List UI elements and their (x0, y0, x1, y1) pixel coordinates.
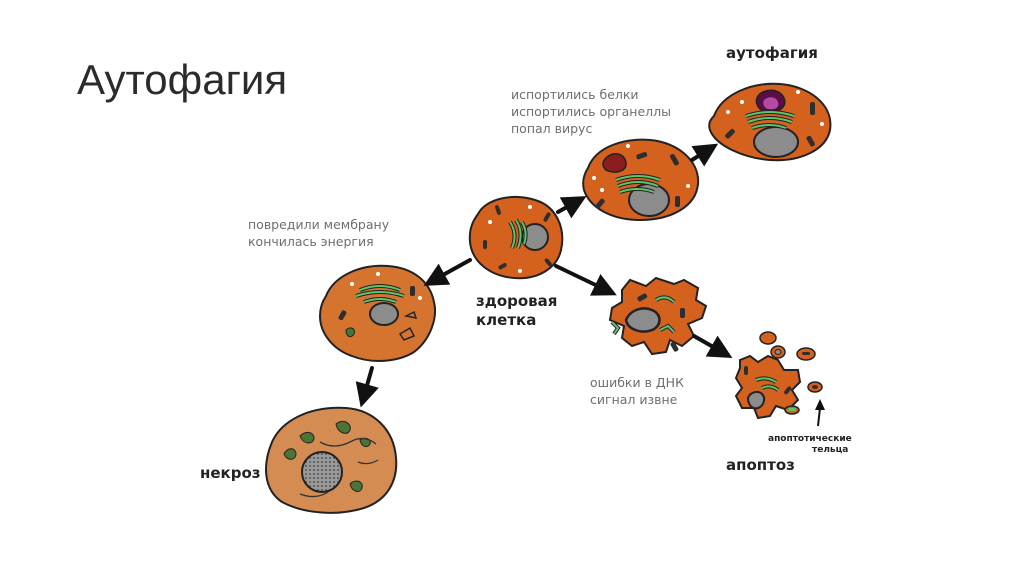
label-necrosis: некроз (200, 464, 260, 482)
label-necrosis-cause-1: повредили мембрану (248, 217, 390, 232)
label-apoptotic-bodies-line1: апоптотические (768, 434, 852, 444)
label-apoptosis-cause-1: ошибки в ДНК (590, 375, 684, 390)
autophagy-cell-early (582, 138, 700, 222)
nucleus (301, 451, 343, 493)
label-healthy-line1: здоровая (476, 292, 557, 310)
apoptosis-cell (734, 331, 823, 420)
arrow-to-apoptosis (692, 334, 733, 358)
label-healthy-line2: клетка (476, 311, 536, 329)
necrosis-cell-early (318, 264, 436, 362)
label-autophagy: аутофагия (726, 44, 818, 62)
label-apoptotic-bodies-line2: тельца (812, 445, 848, 455)
arrow-to-necrosis (355, 366, 379, 408)
slide-title: Аутофагия (77, 56, 288, 103)
label-necrosis-cause-2: кончилась энергия (248, 234, 374, 249)
arrow-to-apoptosis-early (554, 264, 617, 296)
healthy-cell (468, 195, 564, 280)
label-apoptosis-cause-2: сигнал извне (590, 392, 678, 407)
arrow-to-autophagy-early (556, 196, 587, 219)
label-autophagy-cause-1: испортились белки (511, 87, 639, 102)
label-autophagy-cause-3: попал вирус (511, 121, 592, 136)
bodies-pointer (815, 399, 825, 427)
label-autophagy-cause-2: испортились органеллы (511, 104, 671, 119)
arrow-to-autophagy (690, 143, 719, 167)
label-apoptosis: апоптоз (726, 456, 795, 474)
apoptotic-bodies (759, 331, 823, 415)
arrows (355, 143, 733, 408)
autophagy-cell (708, 82, 832, 162)
apoptosis-cell-early (608, 276, 708, 356)
necrosis-cell (265, 406, 398, 514)
arrow-to-necrosis-early (423, 258, 472, 286)
